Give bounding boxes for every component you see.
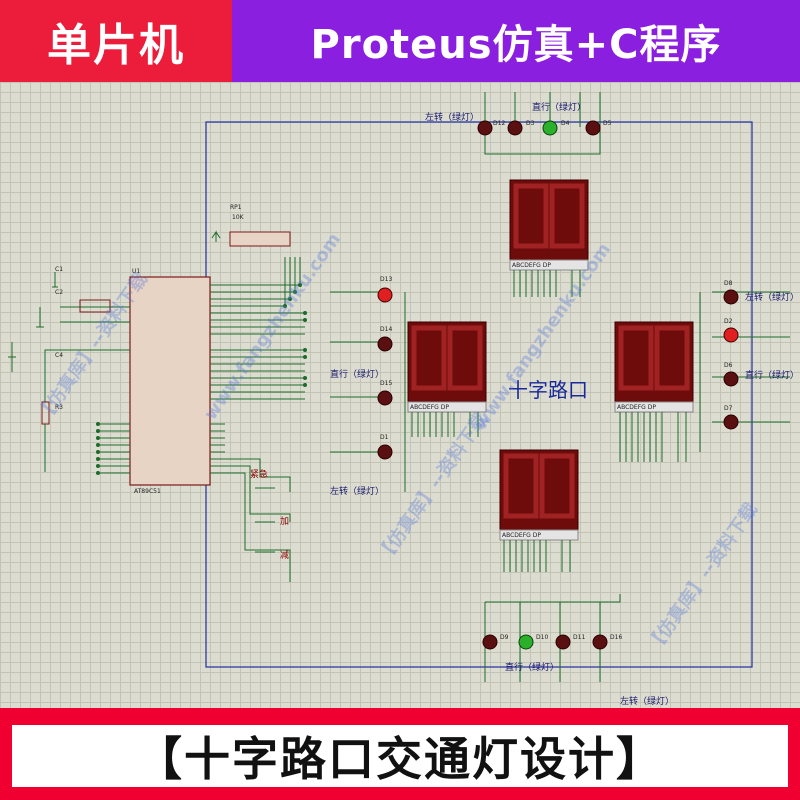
seven-seg-top bbox=[509, 179, 589, 271]
label-left-top: 左转（绿灯） bbox=[425, 113, 480, 123]
leds-top bbox=[477, 120, 601, 136]
led-d1: D1 bbox=[380, 434, 389, 441]
label-straight-top: 直行（绿灯） bbox=[532, 103, 587, 113]
header-right-title: Proteus仿真+C程序 bbox=[310, 22, 722, 68]
label-straight-right: 直行（绿灯） bbox=[745, 371, 800, 381]
led-d10: D10 bbox=[536, 634, 549, 641]
led-d8: D8 bbox=[724, 280, 733, 287]
label-straight-bottom: 直行（绿灯） bbox=[505, 663, 560, 673]
button-plus-label: 加 bbox=[280, 517, 290, 527]
seven-seg-bottom bbox=[499, 449, 579, 541]
button-circuit bbox=[255, 476, 291, 553]
cap-c2: C2 bbox=[55, 289, 64, 296]
button-minus-label: 减 bbox=[280, 551, 290, 561]
mcu-pins-right bbox=[210, 284, 225, 474]
schematic-canvas[interactable]: RP1 10K U1 AT89C51 C1 C2 C4 R3 紧急 加 减 左转… bbox=[0, 82, 800, 708]
cap-c4: C4 bbox=[55, 352, 64, 359]
seven-seg-right bbox=[614, 321, 694, 413]
seg-bottom-caption: ABCDEFG DP bbox=[502, 532, 541, 539]
mcu-body bbox=[129, 276, 211, 486]
seg-left-caption: ABCDEFG DP bbox=[410, 404, 449, 411]
led-d9: D9 bbox=[500, 634, 509, 641]
led-d12: D12 bbox=[493, 120, 506, 127]
led-d4: D4 bbox=[561, 120, 570, 127]
mcu-pins-left bbox=[98, 306, 130, 474]
label-left-left: 左转（绿灯） bbox=[330, 487, 385, 497]
header-right-banner: Proteus仿真+C程序 bbox=[232, 0, 800, 82]
label-left-right: 左转（绿灯） bbox=[745, 293, 800, 303]
seg-top-caption: ABCDEFG DP bbox=[512, 262, 551, 269]
led-d7: D7 bbox=[724, 405, 733, 412]
led-d2: D2 bbox=[724, 318, 733, 325]
center-label: 十字路口 bbox=[508, 378, 588, 402]
mcu-part: AT89C51 bbox=[134, 488, 161, 495]
led-d16: D16 bbox=[610, 634, 623, 641]
mcu-ref: U1 bbox=[132, 268, 141, 275]
footer-banner: 【十字路口交通灯设计】 bbox=[0, 708, 800, 800]
led-d14: D14 bbox=[380, 326, 393, 333]
led-d15: D15 bbox=[380, 380, 393, 387]
cap-c1: C1 bbox=[55, 266, 64, 273]
schematic-drawing bbox=[8, 92, 790, 682]
header-left-banner: 单片机 bbox=[0, 0, 232, 82]
header-left-title: 单片机 bbox=[47, 20, 185, 71]
leds-right bbox=[723, 289, 739, 430]
bus-wires bbox=[225, 257, 305, 582]
led-d6: D6 bbox=[724, 362, 733, 369]
button-emergency-label: 紧急 bbox=[250, 470, 269, 480]
rp1-body bbox=[229, 231, 291, 247]
led-d13: D13 bbox=[380, 276, 393, 283]
led-d11: D11 bbox=[573, 634, 586, 641]
seven-seg-left bbox=[407, 321, 487, 413]
label-straight-left: 直行（绿灯） bbox=[330, 370, 385, 380]
leds-left bbox=[377, 287, 393, 460]
oscillator-circuit bbox=[8, 272, 111, 472]
label-left-bottom: 左转（绿灯） bbox=[620, 697, 675, 707]
rp1-label: RP1 bbox=[230, 204, 242, 211]
resistor-r3: R3 bbox=[55, 404, 63, 411]
seg-right-caption: ABCDEFG DP bbox=[617, 404, 656, 411]
leds-bottom bbox=[482, 634, 608, 650]
footer-title-box: 【十字路口交通灯设计】 bbox=[10, 723, 790, 789]
rp1-value: 10K bbox=[232, 214, 244, 221]
led-d3: D3 bbox=[526, 120, 535, 127]
footer-title: 【十字路口交通灯设计】 bbox=[136, 732, 664, 786]
seg-pin-wires bbox=[411, 270, 687, 572]
led-d5: D5 bbox=[603, 120, 612, 127]
